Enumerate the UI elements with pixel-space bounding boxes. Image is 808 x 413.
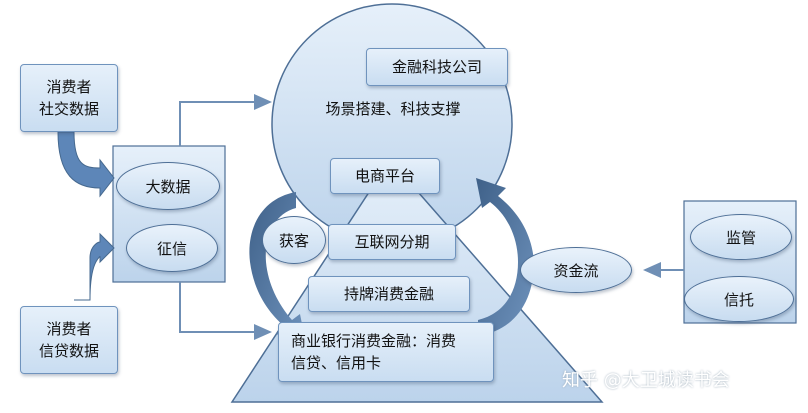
zhihu-watermark: 知乎 @大卫城读书会 [562, 370, 730, 391]
consumer-credit-data-box: 消费者 信贷数据 [20, 306, 118, 374]
bank-consumer-finance-line1: 商业银行消费金融：消费 [291, 332, 457, 350]
bank-consumer-finance-line2: 信贷、信用卡 [291, 354, 382, 372]
fintech-company-box: 金融科技公司 [366, 48, 508, 86]
data-to-bank-arrow [179, 282, 272, 340]
bank-consumer-finance-box: 商业银行消费金融：消费 信贷、信用卡 [278, 322, 494, 382]
big-data-oval: 大数据 [116, 162, 220, 210]
social-to-data-arrow [57, 131, 115, 198]
scenario-support-text: 场景搭建、科技支撑 [325, 100, 461, 118]
consumer-social-line1: 消费者 [46, 78, 92, 96]
licensed-consumer-finance-box: 持牌消费金融 [308, 276, 470, 312]
ecommerce-platform-box: 电商平台 [330, 158, 440, 194]
trust-oval: 信托 [684, 276, 794, 322]
credit-reference-oval: 征信 [126, 224, 218, 272]
credit-to-data-arrow [74, 232, 115, 301]
right-cycle-swoosh [476, 178, 534, 336]
consumer-credit-line2: 信贷数据 [38, 342, 99, 360]
capital-flow-oval: 资金流 [520, 247, 632, 293]
consumer-credit-line1: 消费者 [46, 320, 92, 338]
acquire-customers-oval: 获客 [262, 216, 326, 264]
regulation-oval: 监管 [690, 214, 792, 260]
data-to-circle-arrow [179, 94, 272, 146]
consumer-social-line2: 社交数据 [38, 100, 99, 118]
internet-installment-box: 互联网分期 [328, 224, 456, 260]
consumer-social-data-box: 消费者 社交数据 [20, 64, 118, 132]
